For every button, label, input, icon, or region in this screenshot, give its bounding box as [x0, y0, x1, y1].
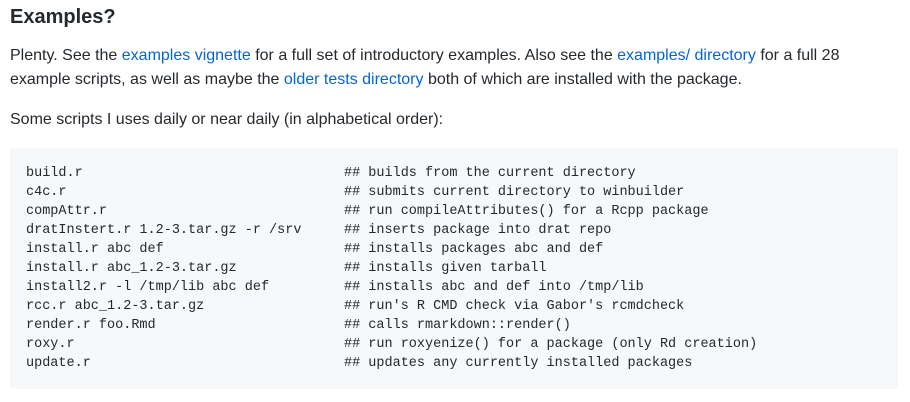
intro-text-2: for a full set of introductory examples.… [250, 47, 618, 64]
code-line: dratInstert.r 1.2-3.tar.gz -r /srv ## in… [26, 221, 882, 240]
code-comment: ## run roxyenize() for a package (only R… [344, 337, 758, 352]
code-comment: ## calls rmarkdown::render() [344, 318, 571, 333]
scripts-intro-paragraph: Some scripts I uses daily or near daily … [10, 111, 444, 128]
code-comment: ## installs abc and def into /tmp/lib [344, 280, 644, 295]
intro-text-1: Plenty. See the [10, 47, 122, 64]
code-line: install2.r -l /tmp/lib abc def ## instal… [26, 278, 882, 297]
code-line: roxy.r ## run roxyenize() for a package … [26, 335, 882, 354]
code-comment: ## installs given tarball [344, 261, 547, 276]
readme-section: Examples? Plenty. See the examples vigne… [10, 6, 898, 389]
intro-text-4: both of which are installed with the pac… [423, 71, 742, 88]
code-block: build.r ## builds from the current direc… [10, 148, 898, 389]
code-command: rcc.r abc_1.2-3.tar.gz [26, 299, 205, 314]
code-line: compAttr.r ## run compileAttributes() fo… [26, 202, 882, 221]
code-command: dratInstert.r 1.2-3.tar.gz -r /srv [26, 223, 302, 238]
code-comment: ## run's R CMD check via Gabor's rcmdche… [344, 299, 685, 314]
code-command: c4c.r [26, 185, 67, 200]
examples-directory-link[interactable]: examples/ directory [617, 47, 756, 64]
code-line: render.r foo.Rmd ## calls rmarkdown::ren… [26, 316, 882, 335]
code-comment: ## inserts package into drat repo [344, 223, 612, 238]
code-command: compAttr.r [26, 204, 108, 219]
code-line: install.r abc_1.2-3.tar.gz ## installs g… [26, 259, 882, 278]
code-command: render.r foo.Rmd [26, 318, 156, 333]
code-line: update.r ## updates any currently instal… [26, 354, 882, 373]
examples-vignette-link[interactable]: examples vignette [121, 47, 251, 64]
code-line: c4c.r ## submits current directory to wi… [26, 183, 882, 202]
code-comment: ## run compileAttributes() for a Rcpp pa… [344, 204, 709, 219]
code-comment: ## updates any currently installed packa… [344, 356, 693, 371]
code-command: roxy.r [26, 337, 75, 352]
section-heading: Examples? [10, 6, 116, 28]
code-command: install2.r -l /tmp/lib abc def [26, 280, 270, 295]
code-command: build.r [26, 166, 83, 181]
code-comment: ## installs packages abc and def [344, 242, 604, 257]
intro-text-3: for a full 28 example scripts, as well a… [10, 47, 840, 88]
older-tests-directory-link[interactable]: older tests directory [283, 71, 424, 88]
intro-paragraph: Plenty. See the examples vignette for a … [10, 44, 880, 92]
code-command: install.r abc def [26, 242, 164, 257]
code-comment: ## submits current directory to winbuild… [344, 185, 685, 200]
code-line: build.r ## builds from the current direc… [26, 164, 882, 183]
code-line: install.r abc def ## installs packages a… [26, 240, 882, 259]
code-comment: ## builds from the current directory [344, 166, 636, 181]
code-line: rcc.r abc_1.2-3.tar.gz ## run's R CMD ch… [26, 297, 882, 316]
code-command: install.r abc_1.2-3.tar.gz [26, 261, 237, 276]
code-command: update.r [26, 356, 91, 371]
